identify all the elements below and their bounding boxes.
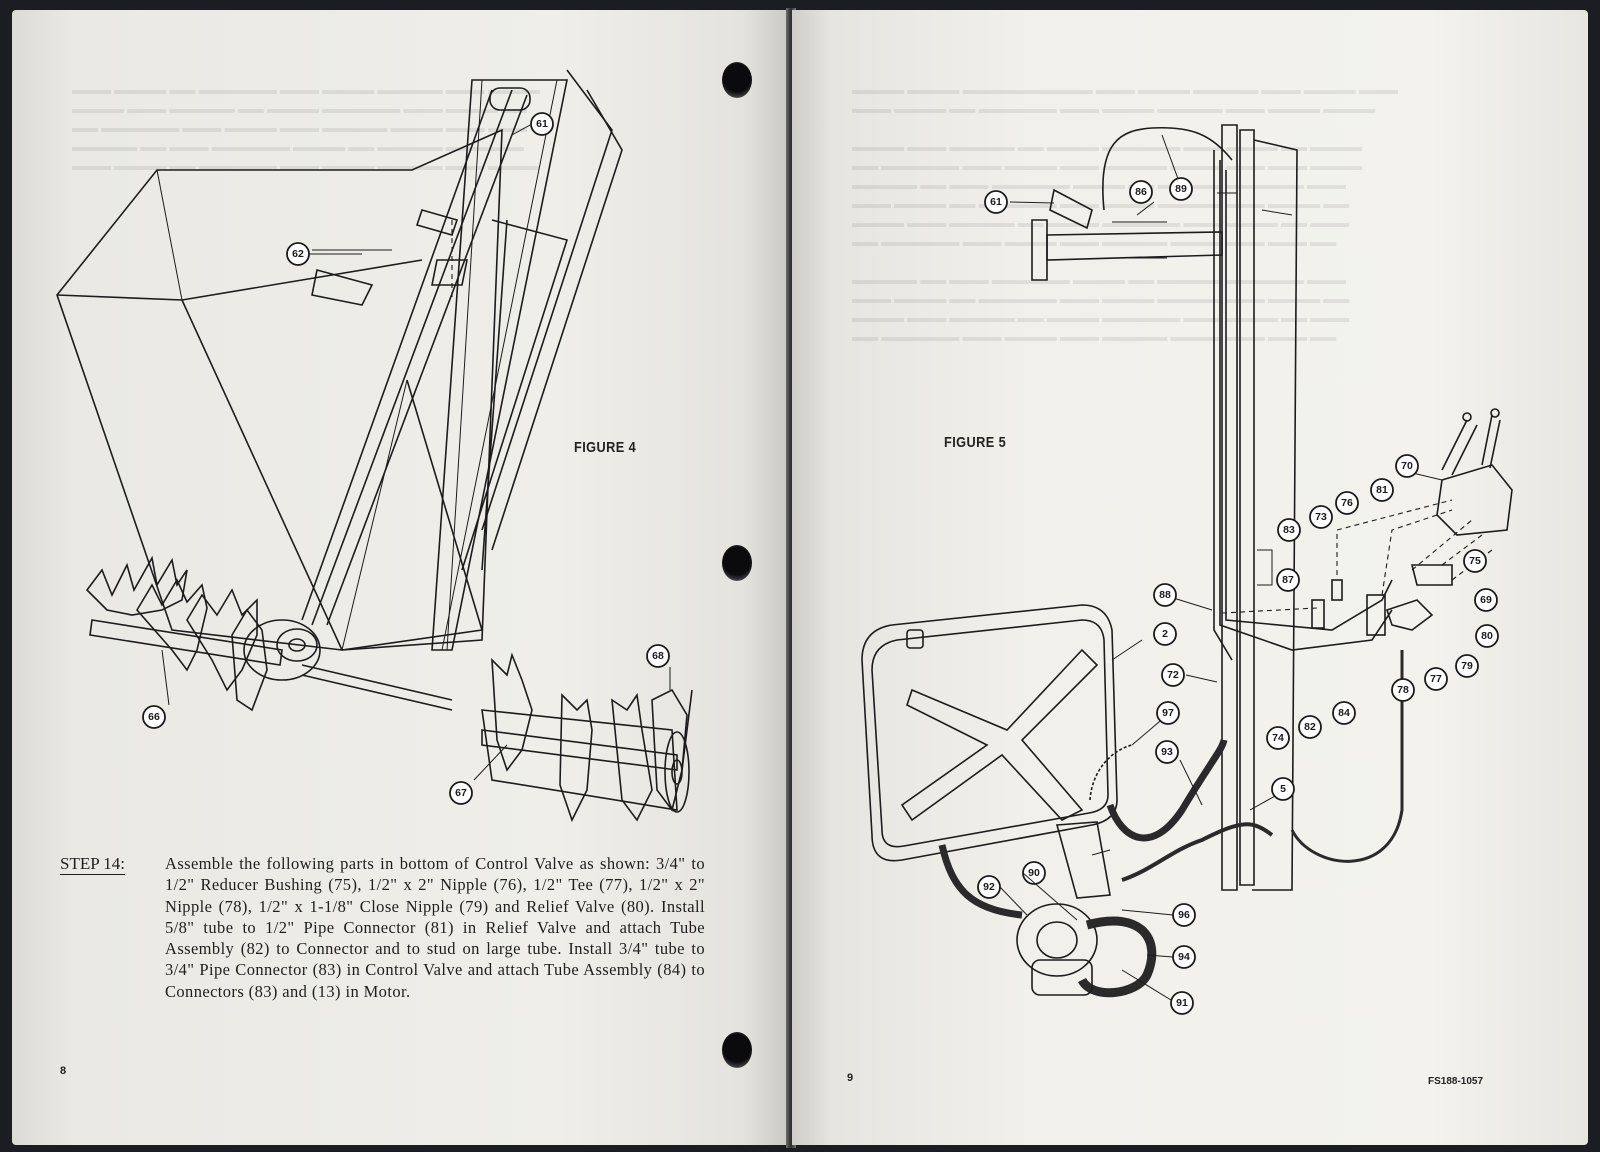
figure-4-drawing: 61 62 66 67 68 xyxy=(56,69,693,823)
svg-text:94: 94 xyxy=(1178,951,1190,963)
callout-66-left: 66 xyxy=(142,705,166,729)
figure-5-drawing: 61 86 89 70 83 73 76 81 75 87 69 88 80 2… xyxy=(861,124,1513,1015)
page-number-left: 8 xyxy=(60,1065,67,1077)
callout-80: 80 xyxy=(1475,624,1499,648)
svg-text:89: 89 xyxy=(1175,183,1187,195)
callout-97: 97 xyxy=(1156,701,1180,725)
svg-text:61: 61 xyxy=(990,196,1002,208)
svg-text:2: 2 xyxy=(1162,628,1168,640)
callout-81: 81 xyxy=(1370,478,1394,502)
callout-78: 78 xyxy=(1391,678,1415,702)
svg-text:76: 76 xyxy=(1341,497,1353,509)
svg-text:67: 67 xyxy=(455,787,467,799)
left-page: ▬▬▬ ▬▬▬▬ ▬▬ ▬▬▬▬▬▬ ▬▬▬ ▬▬▬▬ ▬▬▬▬▬ ▬▬▬ ▬▬… xyxy=(12,10,790,1145)
callout-62-left: 62 xyxy=(286,242,310,266)
callout-69: 69 xyxy=(1474,588,1498,612)
control-valve xyxy=(1436,408,1513,536)
callout-5: 5 xyxy=(1271,777,1295,801)
svg-text:69: 69 xyxy=(1480,594,1492,606)
svg-text:72: 72 xyxy=(1167,669,1179,681)
svg-text:70: 70 xyxy=(1401,460,1413,472)
binder-hole xyxy=(722,545,752,581)
callout-70: 70 xyxy=(1395,454,1419,478)
svg-text:66: 66 xyxy=(148,711,160,723)
binder-hole xyxy=(722,1032,752,1068)
svg-text:82: 82 xyxy=(1304,721,1316,733)
svg-text:84: 84 xyxy=(1338,707,1350,719)
svg-text:93: 93 xyxy=(1161,746,1173,758)
page-number-right: 9 xyxy=(847,1072,854,1084)
hydraulic-pump xyxy=(1016,903,1157,998)
callout-74: 74 xyxy=(1266,726,1290,750)
callout-91: 91 xyxy=(1170,991,1194,1015)
svg-text:5: 5 xyxy=(1280,783,1286,795)
callout-96: 96 xyxy=(1172,903,1196,927)
right-page: ▬▬▬▬ ▬▬▬▬ ▬▬▬▬▬▬▬▬▬▬ ▬▬▬ ▬▬▬▬ ▬▬▬▬▬ ▬▬▬ … xyxy=(792,10,1588,1145)
figure-5-caption: FIGURE 5 xyxy=(944,434,1007,451)
callout-93: 93 xyxy=(1155,740,1179,764)
svg-text:88: 88 xyxy=(1159,589,1171,601)
callout-61-right: 61 xyxy=(984,190,1008,214)
callout-92: 92 xyxy=(977,875,1001,899)
svg-text:61: 61 xyxy=(536,118,548,130)
oil-reservoir-tank xyxy=(861,604,1118,862)
form-code: FS188-1057 xyxy=(1428,1076,1484,1087)
svg-text:86: 86 xyxy=(1135,186,1147,198)
book-spine xyxy=(786,8,796,1148)
agitator-drum xyxy=(481,652,693,823)
callout-87: 87 xyxy=(1276,568,1300,592)
callout-72: 72 xyxy=(1161,663,1185,687)
callout-73: 73 xyxy=(1309,505,1333,529)
callout-89: 89 xyxy=(1169,177,1193,201)
svg-text:62: 62 xyxy=(292,248,304,260)
svg-text:96: 96 xyxy=(1178,909,1190,921)
binder-hole xyxy=(722,62,752,98)
figure-4-caption: FIGURE 4 xyxy=(574,439,637,456)
svg-text:77: 77 xyxy=(1430,673,1442,685)
callout-68-left: 68 xyxy=(646,644,670,668)
svg-text:87: 87 xyxy=(1282,574,1294,586)
svg-text:97: 97 xyxy=(1162,707,1174,719)
step-instructions: Assemble the following parts in bottom o… xyxy=(165,854,705,1001)
callout-83: 83 xyxy=(1277,518,1301,542)
svg-text:92: 92 xyxy=(983,881,995,893)
svg-text:79: 79 xyxy=(1461,660,1473,672)
callout-79: 79 xyxy=(1455,654,1479,678)
svg-text:81: 81 xyxy=(1376,484,1388,496)
svg-text:75: 75 xyxy=(1469,555,1481,567)
callout-90: 90 xyxy=(1022,861,1046,885)
agitator-blades-left xyxy=(85,555,268,712)
bleed-through-text: ▬▬▬ ▬▬▬▬ ▬▬ ▬▬▬▬▬▬ ▬▬▬ ▬▬▬▬ ▬▬▬▬▬ ▬▬▬ ▬▬… xyxy=(72,82,540,173)
callout-75: 75 xyxy=(1463,549,1487,573)
svg-text:73: 73 xyxy=(1315,511,1327,523)
svg-text:78: 78 xyxy=(1397,684,1409,696)
callout-61-left: 61 xyxy=(530,112,554,136)
svg-text:90: 90 xyxy=(1028,867,1040,879)
callout-76: 76 xyxy=(1335,491,1359,515)
callout-86: 86 xyxy=(1129,180,1153,204)
callout-67-left: 67 xyxy=(449,781,473,805)
svg-text:68: 68 xyxy=(652,650,664,662)
bleed-through-text: ▬▬▬▬ ▬▬▬▬ ▬▬▬▬▬▬▬▬▬▬ ▬▬▬ ▬▬▬▬ ▬▬▬▬▬ ▬▬▬ … xyxy=(852,82,1398,344)
callout-2: 2 xyxy=(1153,622,1177,646)
step-label: STEP 14: xyxy=(60,854,126,875)
callout-94: 94 xyxy=(1172,945,1196,969)
callout-84: 84 xyxy=(1332,701,1356,725)
callout-77: 77 xyxy=(1424,667,1448,691)
svg-text:83: 83 xyxy=(1283,524,1295,536)
callout-82: 82 xyxy=(1298,715,1322,739)
svg-text:80: 80 xyxy=(1481,630,1493,642)
callout-88: 88 xyxy=(1153,583,1177,607)
svg-text:74: 74 xyxy=(1272,732,1284,744)
svg-text:91: 91 xyxy=(1176,997,1188,1009)
